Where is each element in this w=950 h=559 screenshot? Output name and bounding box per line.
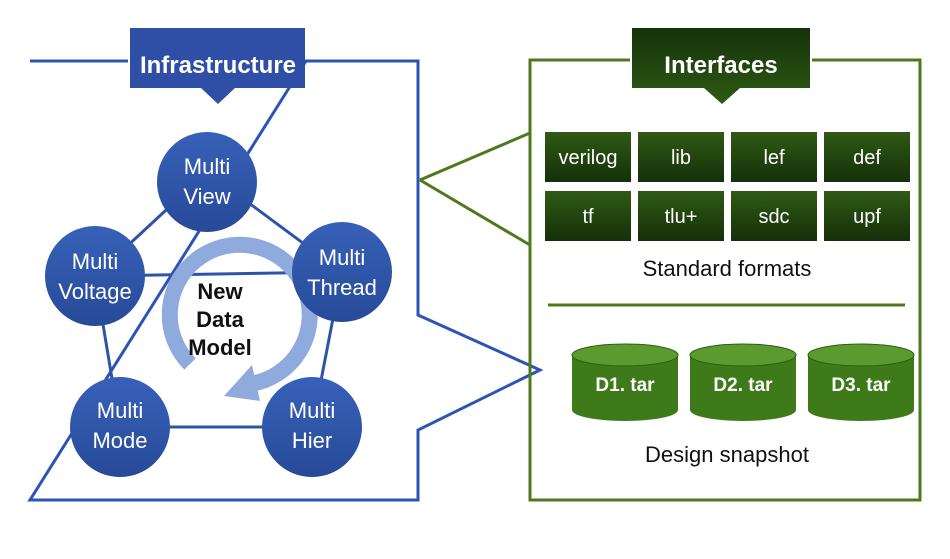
svg-text:Thread: Thread (307, 275, 377, 300)
svg-text:Multi: Multi (184, 154, 230, 179)
svg-text:View: View (183, 184, 230, 209)
format-box-tf: tf (545, 191, 631, 241)
core-line-3: Model (188, 335, 252, 360)
callout-line-upper (419, 131, 531, 182)
format-box-verilog: verilog (545, 132, 631, 182)
node-multi-view: Multi View (157, 132, 257, 232)
format-box-def: def (824, 132, 910, 182)
format-grid: verilog lib lef def tf tlu+ (545, 132, 910, 241)
svg-text:Voltage: Voltage (58, 279, 131, 304)
svg-text:tf: tf (582, 206, 594, 228)
svg-text:upf: upf (853, 206, 881, 228)
svg-text:sdc: sdc (758, 206, 789, 228)
svg-text:Multi: Multi (97, 398, 143, 423)
infrastructure-banner (130, 28, 305, 104)
svg-text:Multi: Multi (72, 249, 118, 274)
callout-line-lower (419, 178, 531, 247)
svg-text:D2. tar: D2. tar (713, 375, 773, 396)
svg-text:Multi: Multi (289, 398, 335, 423)
node-multi-mode: Multi Mode (70, 377, 170, 477)
core-line-2: Data (196, 307, 244, 332)
snapshot-d2: D2. tar (689, 343, 797, 421)
interfaces-title: Interfaces (664, 52, 777, 79)
interfaces-panel: Interfaces verilog lib lef def tf (419, 28, 922, 502)
interfaces-frame (528, 58, 922, 502)
format-box-tlu: tlu+ (638, 191, 724, 241)
cycle-arrow (161, 236, 318, 401)
svg-text:def: def (853, 147, 881, 169)
infrastructure-frame (27, 59, 544, 502)
core-line-1: New (197, 279, 243, 304)
svg-text:D3. tar: D3. tar (831, 375, 891, 396)
format-box-lib: lib (638, 132, 724, 182)
infrastructure-panel: Infrastructure New Data Model Multi View (27, 28, 544, 502)
svg-text:D1. tar: D1. tar (595, 375, 655, 396)
core-label: New Data Model (188, 279, 252, 360)
interfaces-banner (632, 28, 810, 104)
format-box-sdc: sdc (731, 191, 817, 241)
node-multi-thread: Multi Thread (292, 222, 392, 322)
infrastructure-title: Infrastructure (140, 52, 296, 79)
svg-text:Multi: Multi (319, 245, 365, 270)
svg-text:Mode: Mode (92, 428, 147, 453)
format-box-lef: lef (731, 132, 817, 182)
node-multi-hier: Multi Hier (262, 377, 362, 477)
snapshot-d1: D1. tar (571, 343, 679, 421)
snapshot-d3: D3. tar (807, 343, 915, 421)
format-box-upf: upf (824, 191, 910, 241)
formats-caption: Standard formats (643, 256, 812, 281)
node-multi-voltage: Multi Voltage (45, 226, 145, 326)
snapshot-caption: Design snapshot (645, 442, 809, 467)
svg-text:Hier: Hier (292, 428, 332, 453)
svg-text:verilog: verilog (559, 147, 618, 169)
svg-text:lib: lib (671, 147, 691, 169)
svg-text:tlu+: tlu+ (665, 206, 698, 228)
svg-text:lef: lef (763, 147, 785, 169)
